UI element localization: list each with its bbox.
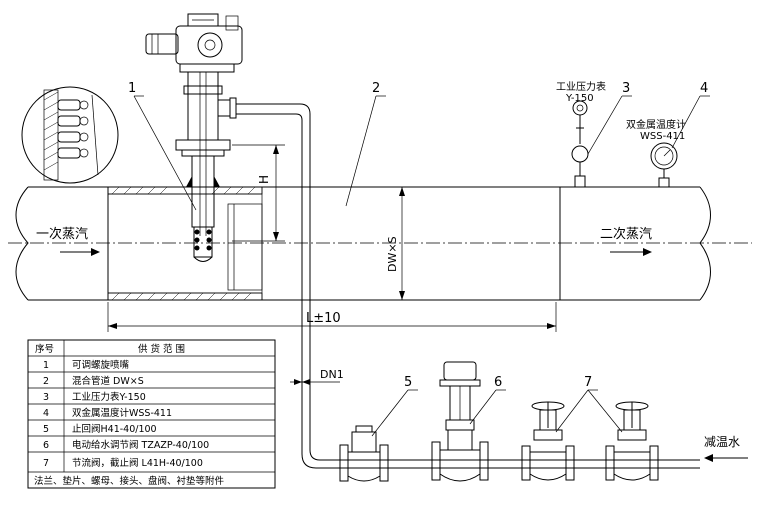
temperature-gauge [650, 142, 678, 188]
nozzle-tip [194, 229, 212, 251]
pressure-gauge-model: Y-150 [565, 93, 594, 104]
dim-dw [399, 187, 405, 300]
flow-arrow-right [610, 248, 652, 256]
table-footer-note: 法兰、垫片、螺母、接头、盘阀、衬垫等附件 [34, 475, 225, 487]
control-valve [431, 361, 489, 482]
thermometer-model: WSS-411 [640, 131, 685, 142]
callout-2: 2 [372, 81, 380, 96]
desuperheating-water-label: 减温水 [704, 435, 740, 449]
flow-arrow-left [60, 248, 100, 256]
dim-dn1 [290, 379, 340, 385]
table-row-desc: 电动给水调节阀 TZAZP-40/100 [72, 439, 209, 451]
table-header-seq: 序号 [35, 343, 54, 355]
globe-valve-2 [605, 401, 659, 481]
table-row-seq: 6 [43, 440, 49, 451]
nozzle-assembly [145, 13, 243, 262]
pressure-gauge [571, 100, 589, 188]
table-row-seq: 1 [43, 360, 49, 371]
dim-l-label: L±10 [306, 311, 341, 326]
steam-out-label: 二次蒸汽 [600, 226, 652, 242]
table-row-desc: 节流阀，截止阀 L41H-40/100 [72, 457, 203, 469]
nozzle-detail-view [21, 86, 119, 184]
steam-in-label: 一次蒸汽 [36, 226, 88, 242]
table-row-desc: 止回阀H41-40/100 [72, 423, 157, 435]
table-header-scope: 供 货 范 围 [138, 343, 185, 355]
table-row-desc: 混合管道 DW×S [72, 375, 144, 387]
dim-dn1-label: DN1 [320, 368, 344, 381]
callout-6: 6 [494, 375, 502, 390]
dim-l [107, 302, 557, 332]
sleeve-hatching [111, 186, 256, 301]
thermometer-title: 双金属温度计 [626, 118, 686, 131]
callout-7: 7 [584, 375, 592, 390]
table-row-seq: 7 [43, 458, 49, 469]
water-supply-line [236, 103, 700, 469]
table-row-seq: 2 [43, 376, 49, 387]
dim-dw-label: DW×S [386, 236, 399, 272]
table-row-desc: 工业压力表Y-150 [72, 391, 146, 403]
callout-1: 1 [128, 81, 136, 96]
pressure-gauge-title: 工业压力表 [556, 80, 606, 93]
water-inlet-arrow [704, 454, 748, 462]
table-row-seq: 3 [43, 392, 49, 403]
callout-4: 4 [700, 81, 708, 96]
dim-h-label: H [257, 175, 271, 184]
callout-5: 5 [404, 375, 412, 390]
table-row-seq: 4 [43, 408, 49, 419]
table-row-desc: 可调螺旋喷嘴 [72, 359, 130, 371]
callout-3: 3 [622, 81, 630, 96]
main-pipe [8, 186, 752, 301]
table-row-seq: 5 [43, 424, 49, 435]
dim-h [232, 144, 285, 242]
supply-scope-table: 序号 供 货 范 围 1 可调螺旋喷嘴 2 混合管道 DW×S 3 工业压力表Y… [27, 339, 276, 489]
table-row-desc: 双金属温度计WSS-411 [72, 407, 172, 419]
leader-lines [133, 95, 710, 437]
check-valve [339, 425, 389, 482]
globe-valve-1 [521, 401, 575, 481]
